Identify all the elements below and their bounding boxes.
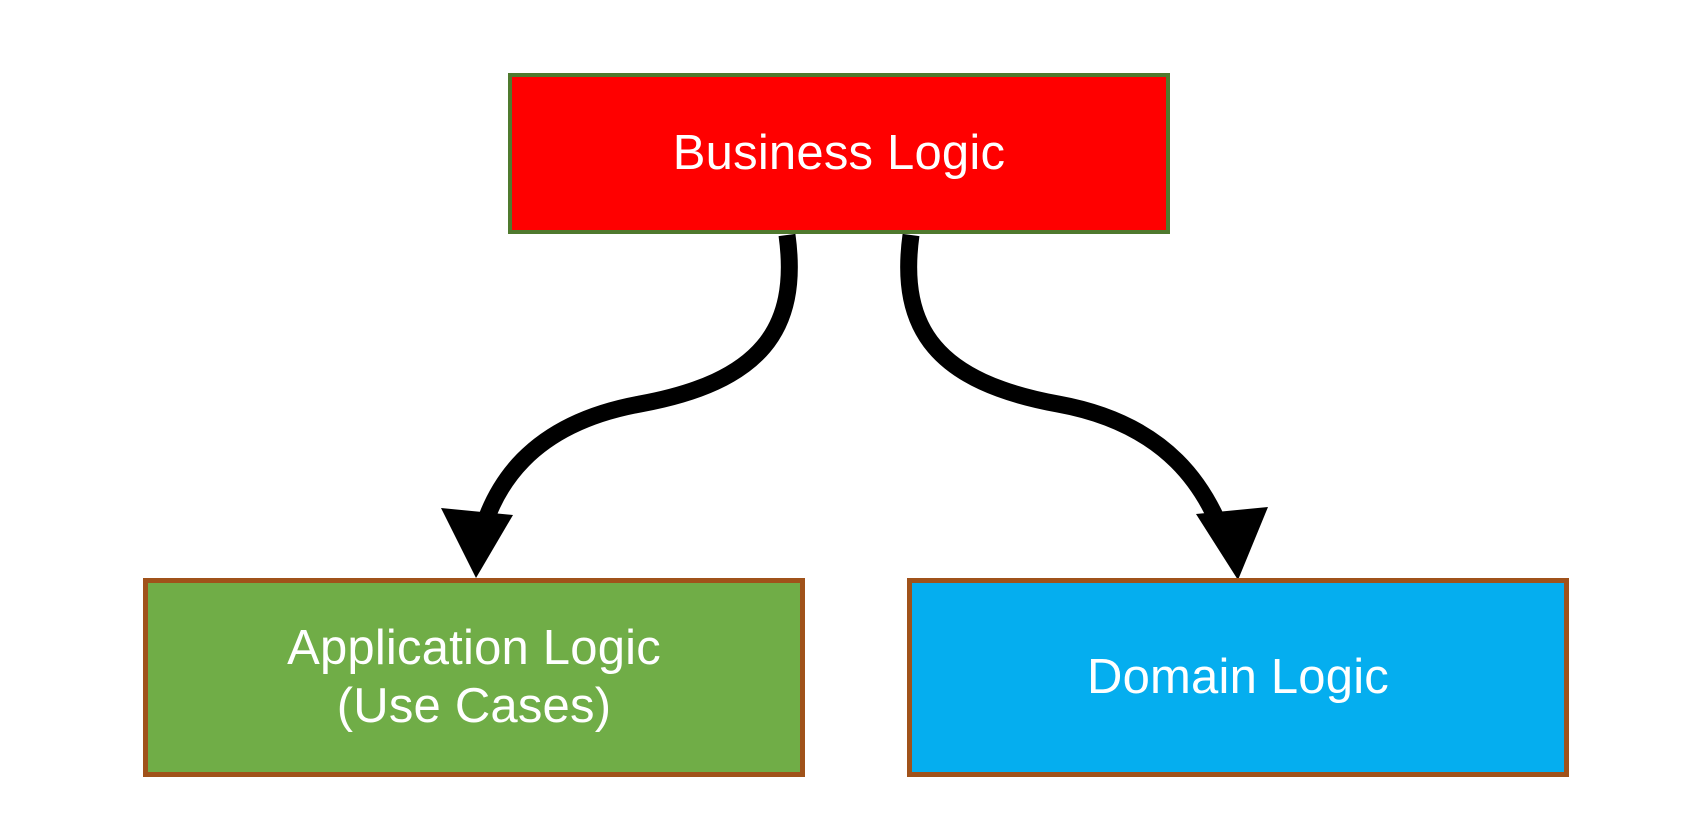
node-application-logic[interactable]: Application Logic (Use Cases) — [143, 578, 805, 777]
connector-business-to-domain — [900, 233, 1268, 580]
node-business-logic[interactable]: Business Logic — [508, 73, 1170, 234]
node-domain-logic[interactable]: Domain Logic — [907, 578, 1569, 777]
arrowhead-down-right-icon — [1196, 507, 1268, 580]
connector-business-to-domain-line — [900, 233, 1237, 551]
node-application-logic-label: Application Logic (Use Cases) — [287, 620, 661, 733]
node-domain-logic-label: Domain Logic — [1087, 649, 1389, 704]
connector-business-to-application — [441, 233, 798, 578]
connector-business-to-application-line — [469, 233, 798, 548]
arrowhead-down-left-icon — [441, 508, 513, 578]
node-business-logic-label: Business Logic — [672, 125, 1006, 180]
